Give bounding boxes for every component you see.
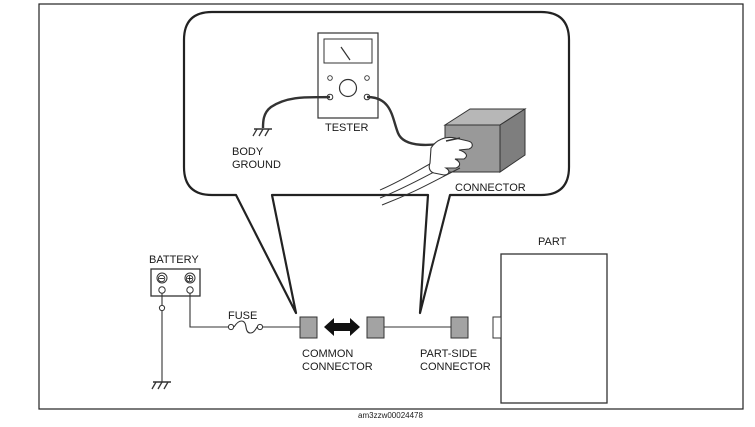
tester <box>317 32 379 119</box>
probe-tip <box>445 137 461 142</box>
tester-dial <box>338 78 358 98</box>
battery-negative-terminal: ⊖ <box>157 273 166 285</box>
battery-ground-node <box>158 304 166 312</box>
battery-positive-terminal: ⊕ <box>185 273 194 285</box>
common-connector-label-line1: COMMON <box>302 348 353 360</box>
tester-label: TESTER <box>325 122 368 134</box>
tester-meter-window <box>323 38 373 64</box>
common-connector-right <box>366 316 385 339</box>
part-label: PART <box>538 236 567 248</box>
battery-positive-wire <box>189 293 228 328</box>
part-connector-socket <box>492 316 502 339</box>
body-ground-label-line1: BODY <box>232 146 264 158</box>
common-connector-left <box>299 316 318 339</box>
tester-needle <box>340 46 351 61</box>
part-side-connector <box>450 316 469 339</box>
figure-id: am3zzw00024478 <box>358 411 423 420</box>
callout-bubble <box>182 10 571 315</box>
part-body <box>500 253 608 404</box>
double-arrow-icon <box>324 318 360 336</box>
common-connector-label-line2: CONNECTOR <box>302 361 373 373</box>
connector-block <box>443 108 527 173</box>
battery-icon <box>150 268 201 297</box>
connector-label: CONNECTOR <box>455 182 526 194</box>
body-ground-icon <box>252 128 272 137</box>
tester-indicator-left <box>327 75 333 81</box>
hand-icon <box>428 136 473 176</box>
battery-label: BATTERY <box>149 254 199 266</box>
tester-indicator-right <box>364 75 370 81</box>
battery-ground-icon <box>151 381 171 390</box>
part-side-connector-label-line2: CONNECTOR <box>420 361 491 373</box>
fuse-icon <box>227 320 264 334</box>
diagram-frame <box>38 3 744 410</box>
part-side-connector-label-line1: PART-SIDE <box>420 348 477 360</box>
body-ground-label-line2: GROUND <box>232 159 281 171</box>
ground-lead <box>261 95 331 129</box>
fuse-label: FUSE <box>228 310 257 322</box>
